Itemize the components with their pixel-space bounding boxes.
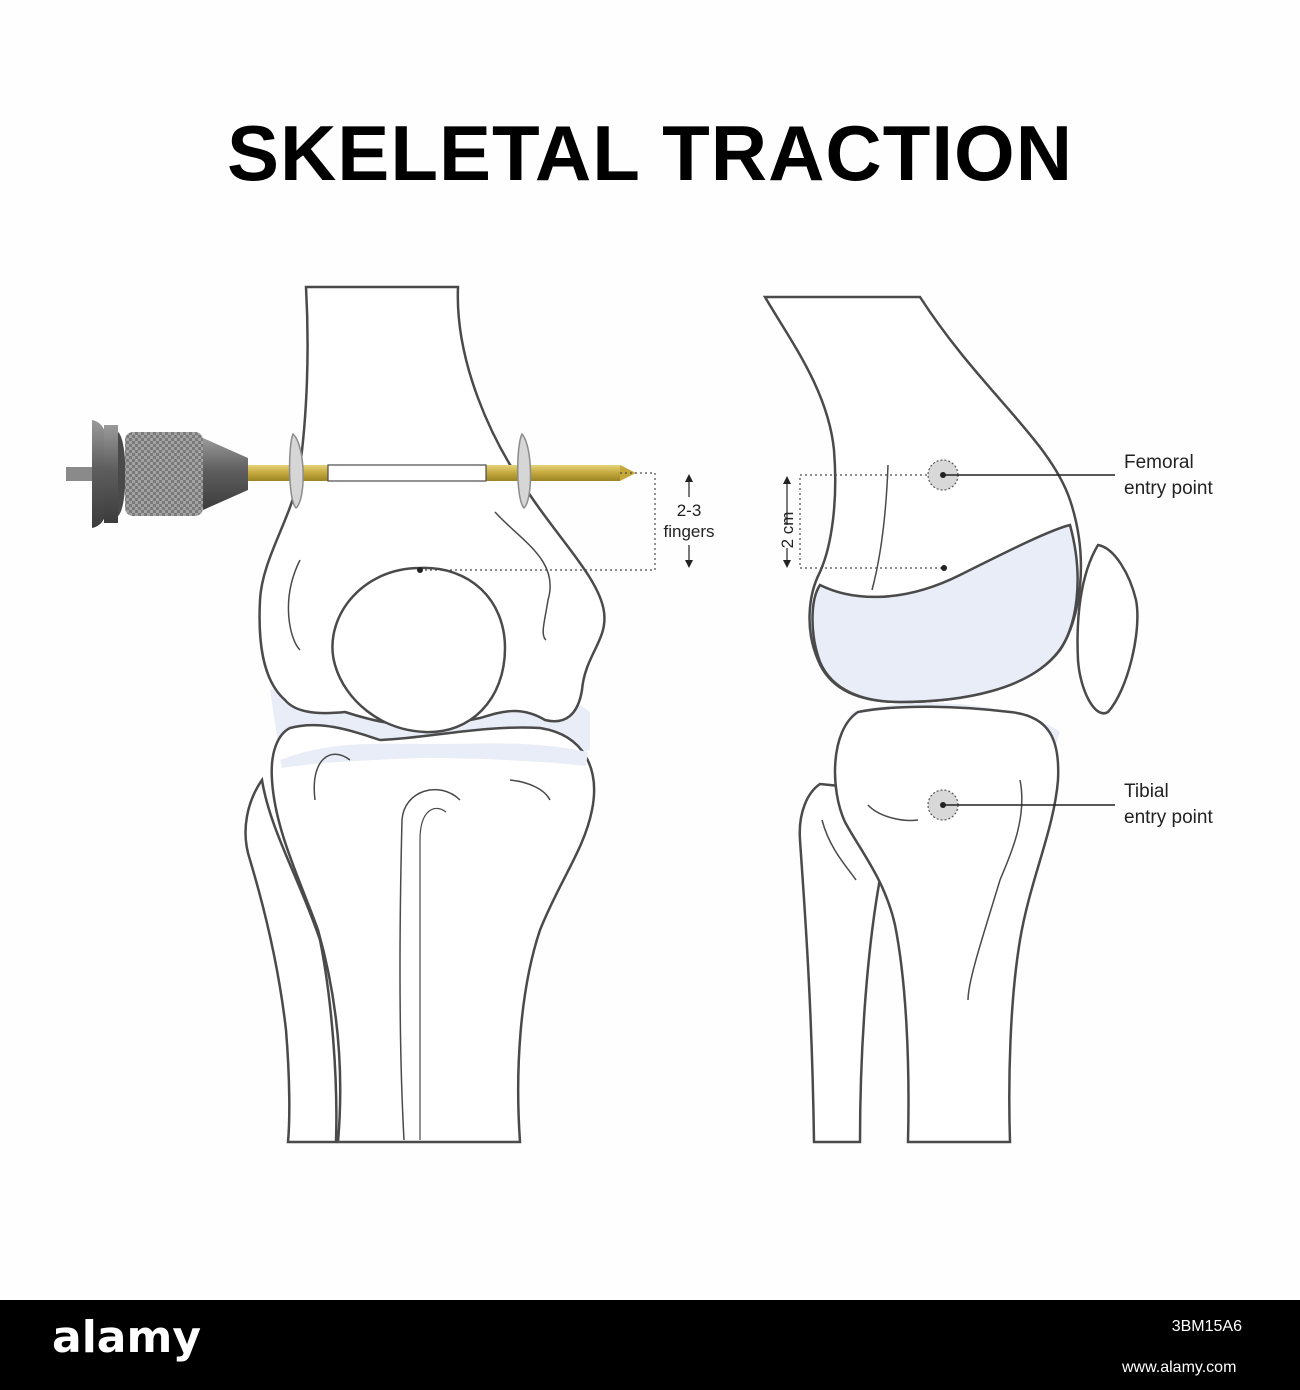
front-tibia (270, 723, 596, 1144)
diagram-canvas: SKELETAL TRACTION (66, 109, 1214, 1144)
side-tibia-contour (821, 819, 857, 881)
front-view: 2-3 fingers (66, 285, 715, 1144)
tibial-label-1: Tibial (1124, 781, 1169, 802)
side-patella (1076, 543, 1139, 715)
front-measure-label-1: 2-3 (677, 501, 702, 520)
front-fibula (244, 776, 338, 1144)
front-measure-label-2: fingers (663, 522, 714, 541)
front-tibia-contour (313, 753, 351, 801)
front-tibia-cartilage (280, 743, 588, 768)
femoral-label-2: entry point (1124, 478, 1213, 499)
measure-arrow-down-head (685, 560, 693, 568)
front-tibia-contour (399, 789, 461, 1141)
side-measure-dot (941, 565, 947, 571)
side-tibia (833, 705, 1060, 1144)
measure-arrow-up-head (685, 474, 693, 482)
front-femur-contour (287, 559, 301, 651)
knee-diagram: 2-3 fingers (66, 285, 1213, 1144)
side-femur-contour (871, 464, 889, 591)
footer-url: www.alamy.com (1122, 1359, 1237, 1376)
tibial-label-2: entry point (1124, 807, 1213, 828)
side-measure-arrow-up-head (783, 476, 791, 484)
side-view: 2 cm Femoral entry point Tibial entry po… (762, 295, 1213, 1144)
footer-bar: alamy (0, 1300, 1300, 1390)
image-id: 3BM15A6 (1171, 1318, 1242, 1335)
front-tibia-contour (509, 779, 551, 801)
side-measure-arrow-down-head (783, 560, 791, 568)
pin-hidden-segment (327, 464, 487, 482)
front-measure-dot (417, 567, 423, 573)
hand-drill-chuck (66, 420, 248, 528)
side-tibia-contour (967, 779, 1023, 1001)
side-femur-cartilage (811, 523, 1079, 704)
side-tibia-contour (867, 804, 919, 822)
pin-clamp-left (288, 432, 304, 510)
side-measure-bracket (799, 474, 942, 569)
front-patella (331, 566, 507, 734)
pin-tip (620, 465, 636, 481)
alamy-logo: alamy (52, 1312, 201, 1363)
femoral-label-1: Femoral (1124, 452, 1194, 473)
pin-clamp-right (516, 432, 532, 510)
front-femur-contour (494, 511, 551, 641)
side-measure-label: 2 cm (778, 512, 797, 549)
front-tibia-contour (419, 807, 447, 1140)
page-title: SKELETAL TRACTION (226, 109, 1074, 197)
